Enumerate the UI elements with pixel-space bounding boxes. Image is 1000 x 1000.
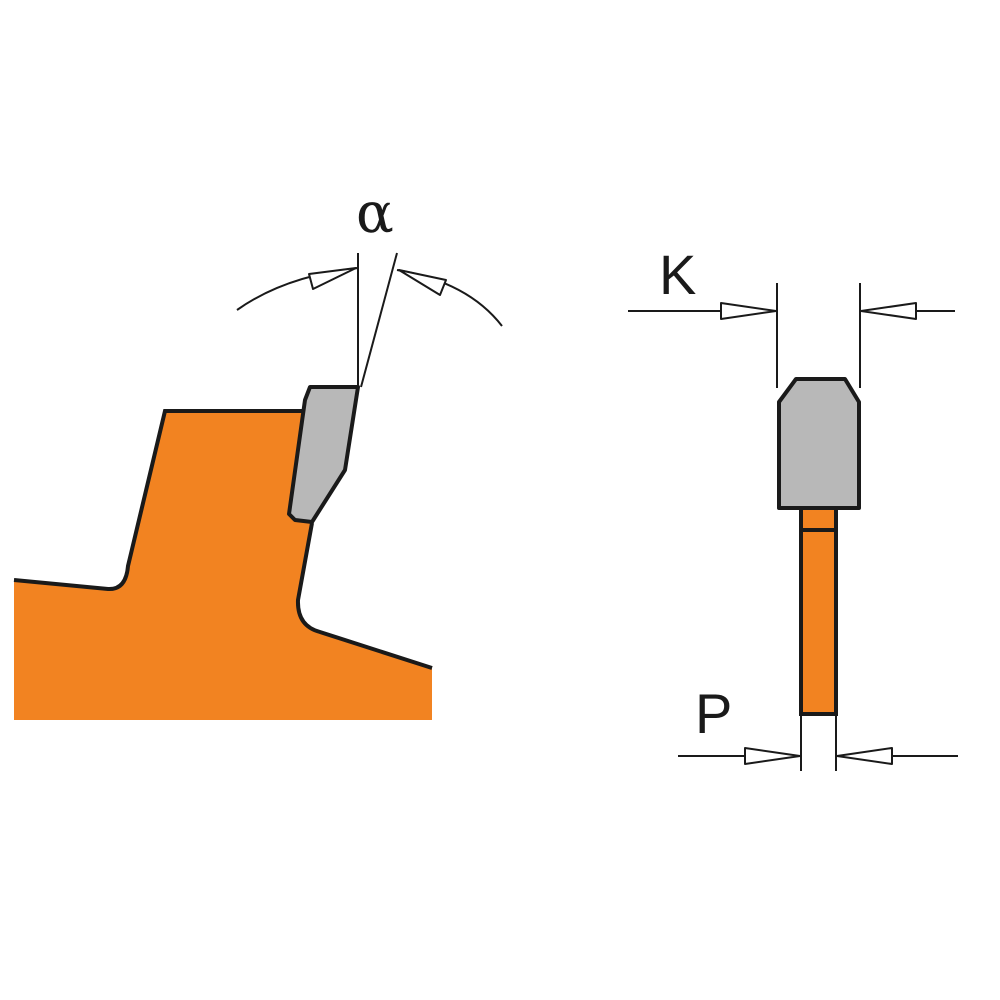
- carbide-tooth-cross: [777, 377, 861, 510]
- alpha-arrow-right: [398, 269, 447, 296]
- kerf-label: K: [659, 243, 697, 306]
- k-arrow-left: [720, 302, 777, 320]
- braze-joint: [799, 506, 838, 532]
- k-arrow-right: [860, 302, 917, 320]
- blade-edge-line: [13, 409, 433, 670]
- blade-side-view: [13, 252, 503, 720]
- carbide-tooth: [287, 385, 360, 524]
- p-arrow-left: [744, 747, 801, 765]
- angle-label: α: [356, 181, 394, 246]
- blade-body: [14, 411, 432, 720]
- plate-body: [799, 506, 838, 716]
- alpha-hook-line: [360, 252, 398, 388]
- p-arrow-right: [836, 747, 893, 765]
- plate-label: P: [695, 682, 733, 745]
- alpha-arrow-left: [308, 267, 357, 290]
- blade-cross-section: [628, 283, 958, 771]
